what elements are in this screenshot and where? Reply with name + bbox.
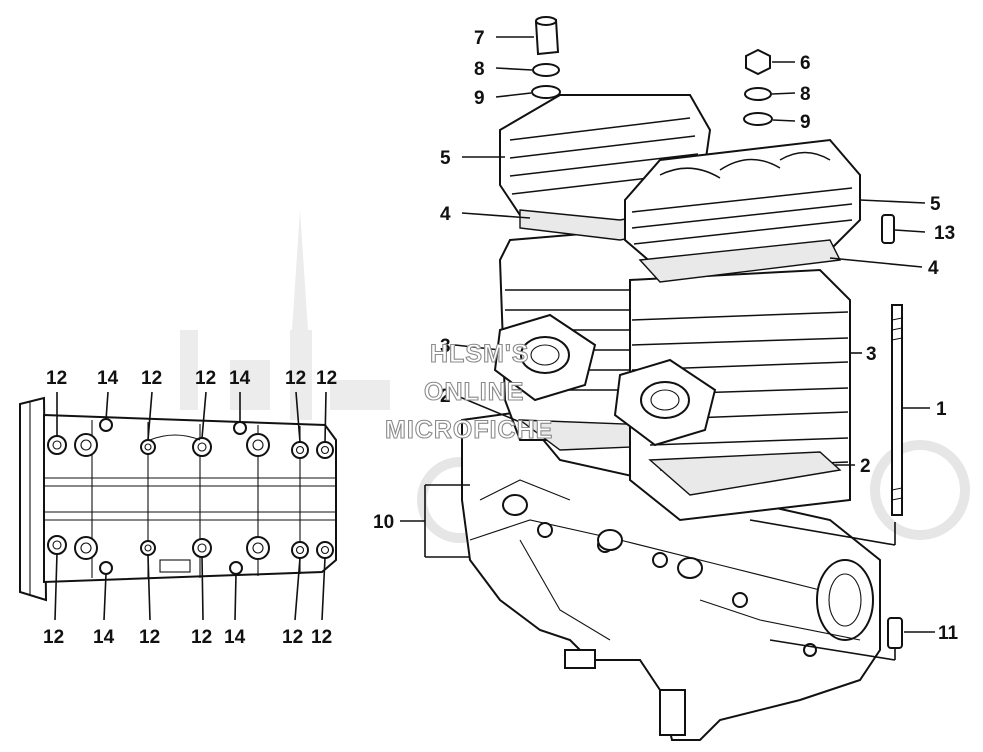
callout-5-front: 5 (930, 194, 941, 215)
watermark-line-3: MICROFICHE (385, 416, 553, 444)
callout-8-front: 8 (800, 84, 811, 105)
exhaust-port-rear (493, 313, 597, 402)
left-leader-lines (54, 391, 327, 621)
cylinder-head-front (624, 138, 861, 283)
callout-7: 7 (474, 28, 485, 49)
cap-nut-7 (534, 16, 560, 56)
right-callouts: 7 8 9 6 8 9 5 4 5 13 4 3 3 2 1 2 10 11 (373, 28, 959, 644)
callout-10: 10 (373, 512, 394, 533)
callout-left-top-4: 12 (195, 368, 216, 389)
callout-left-top-6: 12 (285, 368, 306, 389)
callout-left-bottom-3: 12 (139, 627, 160, 648)
callout-3-front: 3 (866, 344, 877, 365)
callout-left-top-3: 12 (141, 368, 162, 389)
callout-left-top-2: 14 (97, 368, 119, 389)
callout-left-bottom-4: 12 (191, 627, 212, 648)
callout-left-bottom-1: 12 (43, 627, 64, 648)
cylinder-front (629, 268, 851, 522)
crankcase (461, 410, 881, 741)
watermark-line-2: ONLINE (424, 378, 524, 406)
callout-3-rear: 3 (440, 336, 451, 357)
lock-washer-8a (532, 63, 560, 77)
exhaust-port-front (613, 358, 717, 447)
washer-9b (743, 112, 773, 126)
left-callouts-top: 12 14 12 12 14 12 12 (46, 368, 337, 389)
nut-6 (745, 48, 771, 76)
stud (891, 304, 903, 516)
callout-9-front: 9 (800, 112, 811, 133)
callout-4-front: 4 (928, 258, 939, 279)
callout-13: 13 (934, 223, 955, 244)
callout-2-front: 2 (860, 456, 871, 477)
left-callouts-bottom: 12 14 12 12 14 12 12 (43, 627, 332, 648)
callout-11: 11 (938, 623, 959, 644)
watermark-background-art (180, 210, 970, 543)
callout-left-bottom-7: 12 (311, 627, 332, 648)
engine-assembly (461, 16, 903, 741)
callout-left-bottom-2: 14 (93, 627, 115, 648)
callout-left-bottom-6: 12 (282, 627, 303, 648)
crankcase-bottom-view (19, 396, 337, 602)
callout-6: 6 (800, 53, 811, 74)
watermark: HLSM'S ONLINE MICROFICHE (384, 339, 553, 444)
dowel-pin-13 (881, 214, 895, 244)
callout-left-top-5: 14 (229, 368, 251, 389)
callout-left-bottom-5: 14 (224, 627, 246, 648)
callout-5-rear: 5 (440, 148, 451, 169)
dowel-pin-11 (887, 617, 903, 649)
right-leader-lines (400, 36, 935, 661)
callout-left-top-1: 12 (46, 368, 67, 389)
callout-9-rear: 9 (474, 88, 485, 109)
callout-4-rear: 4 (440, 204, 451, 225)
watermark-line-1: HLSM'S (430, 340, 529, 368)
lock-washer-8b (744, 87, 772, 101)
washer-9a (531, 85, 561, 99)
callout-1: 1 (936, 399, 947, 420)
callout-2-rear: 2 (440, 386, 451, 407)
callout-left-top-7: 12 (316, 368, 337, 389)
callout-8-rear: 8 (474, 59, 485, 80)
